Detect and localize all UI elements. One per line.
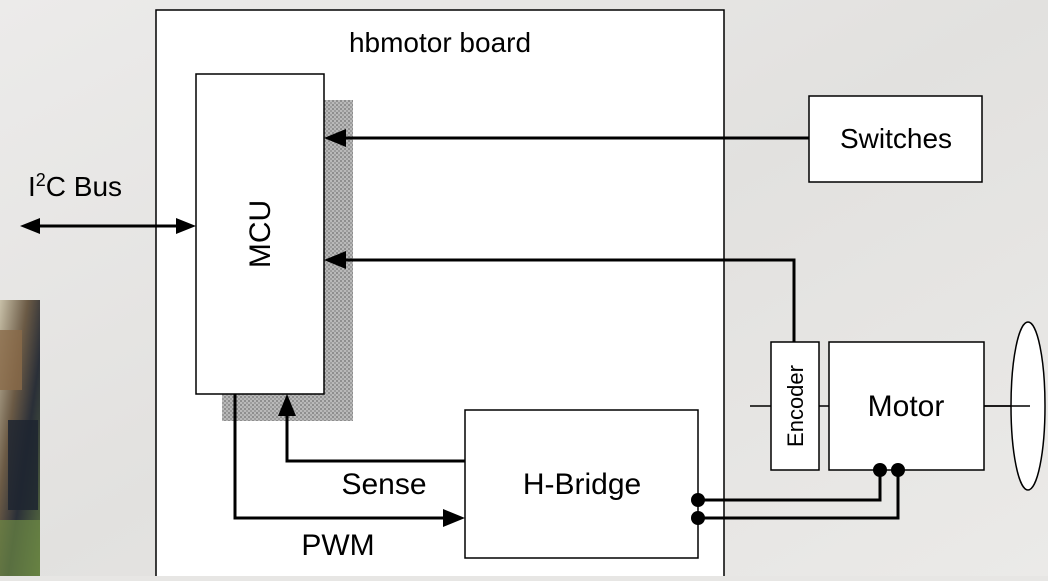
pwm-arrow xyxy=(233,394,465,527)
mcu-block xyxy=(195,73,325,395)
sense-arrow xyxy=(278,394,465,463)
switches-label: Switches xyxy=(840,123,952,154)
hbridge-block xyxy=(464,409,699,559)
board-title: hbmotor board xyxy=(349,27,531,58)
background-photo-fragment xyxy=(0,300,40,576)
motor-label: Motor xyxy=(868,390,945,423)
sense-label: Sense xyxy=(341,468,426,501)
encoder-label: Encoder xyxy=(783,365,808,447)
motor-drive-wires xyxy=(691,463,905,525)
switches-block xyxy=(808,95,983,183)
switches-to-mcu-arrow xyxy=(324,129,809,147)
encoder-to-mcu-arrow xyxy=(324,251,796,342)
i2c-bus-label: I2C Bus xyxy=(28,170,122,202)
encoder-block xyxy=(770,341,820,471)
mcu-label: MCU xyxy=(244,200,277,268)
i2c-bus-arrow xyxy=(20,218,196,234)
motor-block xyxy=(828,341,985,471)
pwm-label: PWM xyxy=(301,529,374,562)
hbridge-label: H-Bridge xyxy=(523,468,641,501)
svg-text:I2C Bus: I2C Bus xyxy=(28,170,122,202)
